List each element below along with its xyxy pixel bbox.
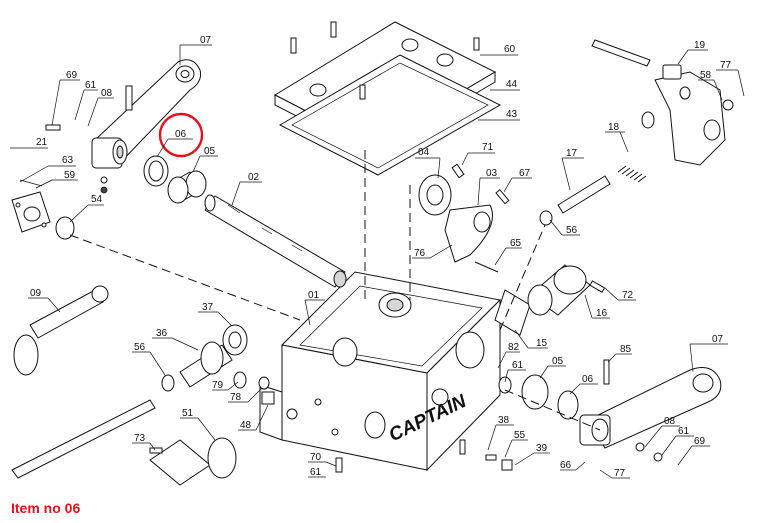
callout-02: 02 [248,172,260,183]
callout-69b: 69 [694,436,706,447]
callout-59: 59 [64,170,76,181]
callout-08a: 08 [101,88,113,99]
right-bracket [591,39,734,166]
callout-43: 43 [506,109,518,120]
callout-15: 15 [536,338,548,349]
callout-69a: 69 [66,70,78,81]
bushing-06-left [143,155,169,187]
callout-07b: 07 [712,334,724,345]
gear-assembly [161,324,270,392]
side-bracket [11,179,75,240]
callout-66: 66 [560,460,572,471]
lift-arm-boss [418,163,510,273]
callout-79: 79 [212,380,224,391]
top-cover [273,21,502,176]
callout-61c: 61 [310,467,322,478]
callout-16: 16 [596,308,608,319]
callout-61b: 61 [512,360,524,371]
callout-85: 85 [620,344,632,355]
callout-55: 55 [514,430,526,441]
callout-01: 01 [308,290,320,301]
callout-19: 19 [694,40,706,51]
assembly-center-lines [69,150,601,431]
callout-61d: 61 [678,426,690,437]
callout-37: 37 [202,302,214,313]
main-housing [259,271,502,472]
callout-54: 54 [91,194,103,205]
right-lift-arm [498,359,722,462]
callout-07a: 07 [200,35,212,46]
exploded-parts-diagram: CAPTAIN [10,21,745,486]
callout-56a: 56 [566,225,578,236]
callout-78: 78 [230,392,242,403]
callout-76: 76 [414,248,426,259]
callout-71: 71 [482,142,494,153]
callout-65: 65 [510,238,522,249]
callout-56b: 56 [134,342,146,353]
callout-21: 21 [36,137,48,148]
callout-44: 44 [506,79,518,90]
callout-48: 48 [240,420,252,431]
callout-77a: 77 [720,60,732,71]
callout-39: 39 [536,443,548,454]
callout-38: 38 [498,415,510,426]
pump-unit [149,437,237,486]
callout-58: 58 [700,70,712,81]
callout-70: 70 [310,452,322,463]
callout-18: 18 [608,122,620,133]
callout-05b: 05 [552,356,564,367]
callout-06b: 06 [582,374,594,385]
callout-08b: 08 [664,416,676,427]
callout-09: 09 [30,288,42,299]
callout-73: 73 [134,433,146,444]
bushing-05-left [167,170,207,204]
highlight-circle [158,112,204,158]
callout-82: 82 [508,342,520,353]
callout-77b: 77 [614,468,626,479]
callout-17: 17 [566,148,578,159]
callouts: 07 69 61 08 06 05 21 63 59 54 02 60 44 4… [10,35,745,479]
callout-04: 04 [418,147,430,158]
control-shaft [539,165,647,226]
callout-63: 63 [62,155,74,166]
callout-72: 72 [622,290,634,301]
callout-36: 36 [156,328,168,339]
bolts [45,21,513,473]
callout-61a: 61 [85,80,97,91]
side-cover-plate [494,264,606,336]
cross-shaft [204,194,347,288]
callout-03: 03 [486,168,498,179]
callout-67: 67 [519,168,531,179]
item-caption: Item no 06 [11,500,81,516]
left-lift-arm [91,59,201,194]
callout-05a: 05 [204,146,216,157]
callout-51: 51 [182,408,194,419]
callout-06a: 06 [175,129,187,140]
callout-60: 60 [504,44,516,55]
long-rod [11,285,156,479]
